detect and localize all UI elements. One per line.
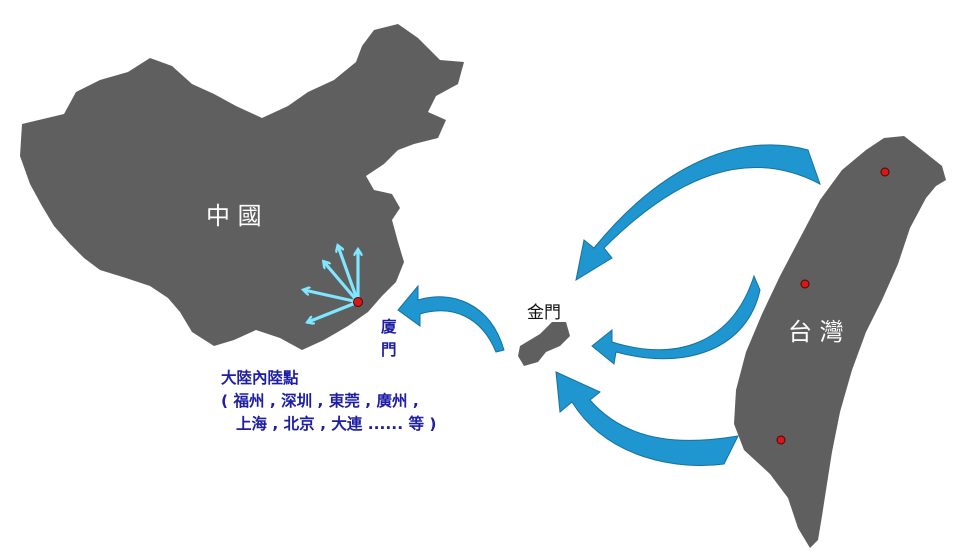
route-arrow-central	[591, 274, 761, 365]
inland-cities-line1: ( 福州 , 深圳 , 東莞 , 廣州 ,	[221, 391, 419, 410]
spoke-arrow-northwest	[324, 262, 360, 304]
route-arrow-north	[575, 144, 821, 282]
inland-title: 大陸內陸點	[221, 368, 299, 387]
taiwan-central-dot	[800, 279, 810, 289]
taiwan-north-dot	[880, 167, 890, 177]
inland-cities-line2: 上海 , 北京 , 大連 ...... 等 )	[236, 414, 436, 433]
spoke-arrow-west	[304, 290, 360, 304]
china-label: 中 國	[206, 202, 262, 230]
taiwan-landmass	[734, 136, 946, 548]
kinmen-islet	[518, 322, 570, 366]
inland-spoke-arrows	[304, 246, 358, 322]
route-arrow-kinmen-xiamen	[397, 284, 505, 353]
china-landmass	[20, 24, 464, 350]
xiamen-dot	[353, 297, 363, 307]
kinmen-label: 金門	[527, 303, 561, 323]
taiwan-south-dot	[776, 435, 786, 445]
route-arrow-south	[555, 371, 739, 466]
spoke-arrow-north	[338, 246, 360, 304]
xiamen-label-line2: 門	[381, 341, 397, 359]
taiwan-label: 台 灣	[788, 318, 844, 346]
spoke-arrow-southwest	[308, 300, 360, 322]
xiamen-label-line1: 廈	[381, 317, 397, 336]
